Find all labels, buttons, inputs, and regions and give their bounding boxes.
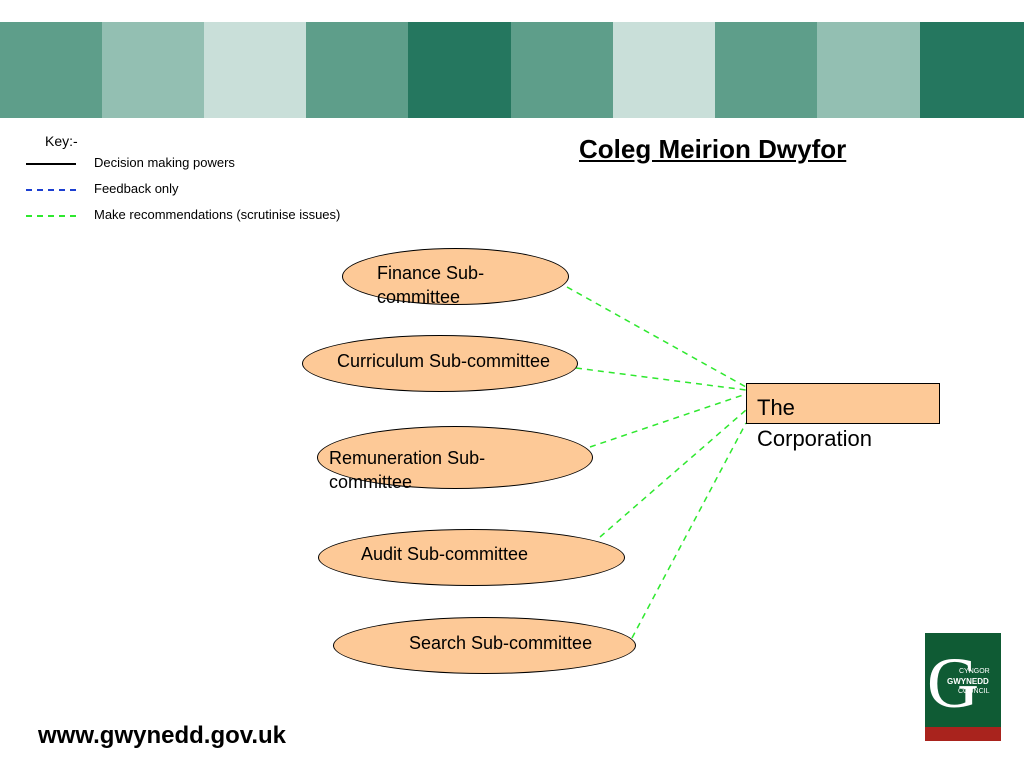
connector-audit (599, 409, 747, 538)
logo-green-panel (925, 633, 1001, 727)
banner-block (306, 22, 408, 118)
g-logo-icon: G (927, 643, 979, 723)
banner-block (0, 22, 102, 118)
finance-subcommittee-label: Finance Sub-committee (377, 263, 485, 307)
connector-search (631, 422, 747, 639)
gwynedd-council-logo: G CYNGOR GWYNEDD COUNCIL (925, 633, 1001, 741)
key-title: Key:- (45, 133, 78, 149)
key-item-recommend: Make recommendations (scrutinise issues) (26, 207, 426, 225)
search-subcommittee-label: Search Sub-committee (409, 633, 593, 653)
key-item-decision: Decision making powers (26, 155, 426, 173)
key-item-feedback: Feedback only (26, 181, 426, 199)
connector-curriculum (575, 367, 747, 391)
audit-subcommittee-label: Audit Sub-committee (361, 544, 529, 564)
banner-block (102, 22, 204, 118)
curriculum-subcommittee-label: Curriculum Sub-committee (337, 351, 551, 371)
banner-block (613, 22, 715, 118)
logo-text-cyngor: CYNGOR (959, 668, 990, 675)
banner-block (817, 22, 920, 118)
connector-remuneration (589, 393, 747, 448)
corporation-label: The Corporation (757, 395, 872, 451)
logo-text-gwynedd: GWYNEDD (947, 677, 989, 686)
corporation-node (746, 383, 940, 424)
banner-block (408, 22, 511, 118)
blue-dashed-line-swatch (26, 189, 76, 191)
audit-subcommittee-node (318, 529, 625, 586)
website-url: www.gwynedd.gov.uk (38, 722, 287, 749)
header-banner (0, 22, 1024, 118)
green-dashed-line-swatch (26, 215, 76, 217)
banner-block (204, 22, 306, 118)
banner-block (511, 22, 613, 118)
finance-subcommittee-node (342, 248, 569, 305)
search-subcommittee-node (333, 617, 636, 674)
logo-text-council: COUNCIL (958, 688, 990, 695)
page-title: Coleg Meirion Dwyfor (579, 134, 847, 164)
key-item-label: Feedback only (94, 181, 179, 196)
banner-block (920, 22, 1024, 118)
curriculum-subcommittee-node (302, 335, 578, 392)
banner-block (715, 22, 817, 118)
key-item-label: Make recommendations (scrutinise issues) (94, 207, 341, 222)
solid-line-swatch (26, 163, 76, 165)
remuneration-subcommittee-label: Remuneration Sub-committee (329, 448, 486, 492)
remuneration-subcommittee-node (317, 426, 593, 489)
connector-finance (566, 286, 747, 388)
logo-red-strip (925, 727, 1001, 741)
key-item-label: Decision making powers (94, 155, 235, 170)
